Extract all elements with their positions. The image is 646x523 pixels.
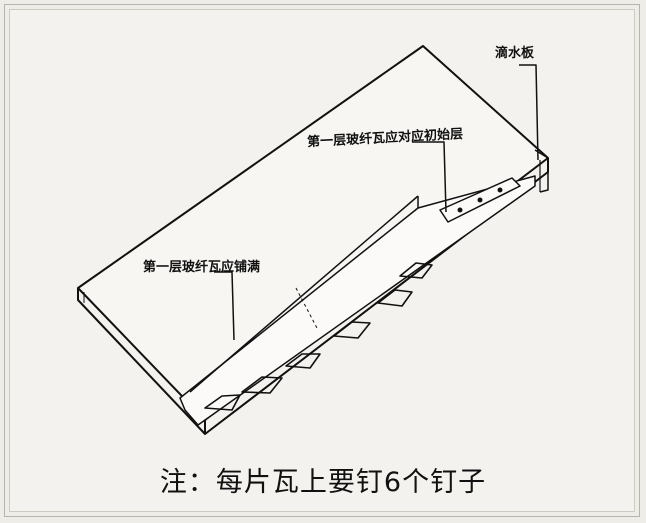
- leader-full: [214, 271, 235, 341]
- nail-dot: [457, 207, 463, 213]
- leader-drip-edge: [519, 64, 539, 161]
- label-first-layer-full: 第一层玻纤瓦应铺满: [143, 260, 261, 275]
- inner-border: [9, 9, 635, 512]
- caption-note: 注：每片瓦上要钉6个钉子: [159, 467, 487, 498]
- nail-dot: [497, 187, 503, 193]
- outer-border: [4, 4, 640, 517]
- shingle-tab-cutout: [204, 394, 241, 411]
- shingle-tab-cutout: [333, 321, 371, 339]
- shingle-tab-cutout: [399, 262, 433, 279]
- drip-edge: [534, 149, 549, 193]
- shingle-tab-cutout: [377, 289, 413, 307]
- nail-dot: [477, 197, 483, 203]
- shingle-tab-cutout: [285, 353, 321, 369]
- shingle-tabs: [204, 262, 433, 411]
- leader-starter: [412, 141, 447, 213]
- shingle-tab-cutout: [241, 376, 283, 394]
- label-drip-edge: 滴水板: [495, 46, 535, 61]
